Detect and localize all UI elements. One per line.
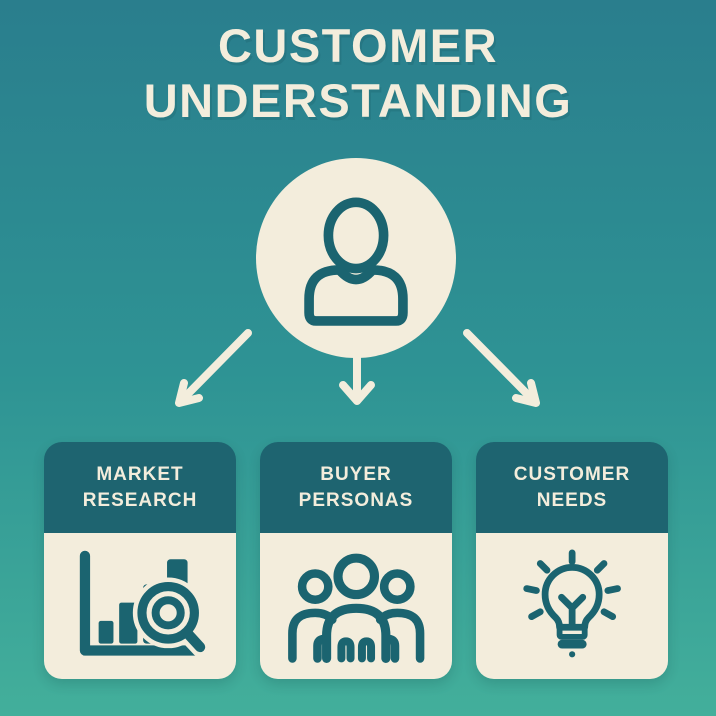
bar-chart-magnifier-icon xyxy=(80,550,211,658)
arrow-down-icon xyxy=(339,335,375,405)
card-title-line: CUSTOMER xyxy=(513,463,631,485)
lightbulb-icon xyxy=(523,549,621,658)
card-buyer-personas-header: BUYER PERSONAS xyxy=(260,442,452,533)
cards-row: MARKET RESEARCH xyxy=(44,442,668,679)
card-customer-needs-body xyxy=(476,533,668,679)
connector-arrows xyxy=(175,329,540,407)
card-title-line: BUYER xyxy=(320,463,392,485)
card-title-line: RESEARCH xyxy=(82,489,198,511)
card-title-line: PERSONAS xyxy=(298,489,414,511)
person-icon xyxy=(304,197,408,326)
card-customer-needs-header: CUSTOMER NEEDS xyxy=(476,442,668,533)
card-customer-needs: CUSTOMER NEEDS xyxy=(476,442,668,679)
card-title-line: MARKET xyxy=(96,463,184,485)
page-title-line2: UNDERSTANDING xyxy=(143,74,573,128)
card-buyer-personas: BUYER PERSONAS xyxy=(260,442,452,679)
card-market-research-body xyxy=(44,533,236,679)
card-buyer-personas-body xyxy=(260,533,452,679)
people-group-icon xyxy=(287,553,425,663)
arrow-down-right-icon xyxy=(463,329,540,407)
avatar xyxy=(256,158,456,358)
arrow-down-left-icon xyxy=(175,329,252,407)
card-market-research: MARKET RESEARCH xyxy=(44,442,236,679)
card-title-line: NEEDS xyxy=(536,489,608,511)
page-title: CUSTOMER UNDERSTANDING xyxy=(0,18,716,129)
page-title-line1: CUSTOMER xyxy=(217,19,499,72)
card-market-research-header: MARKET RESEARCH xyxy=(44,442,236,533)
